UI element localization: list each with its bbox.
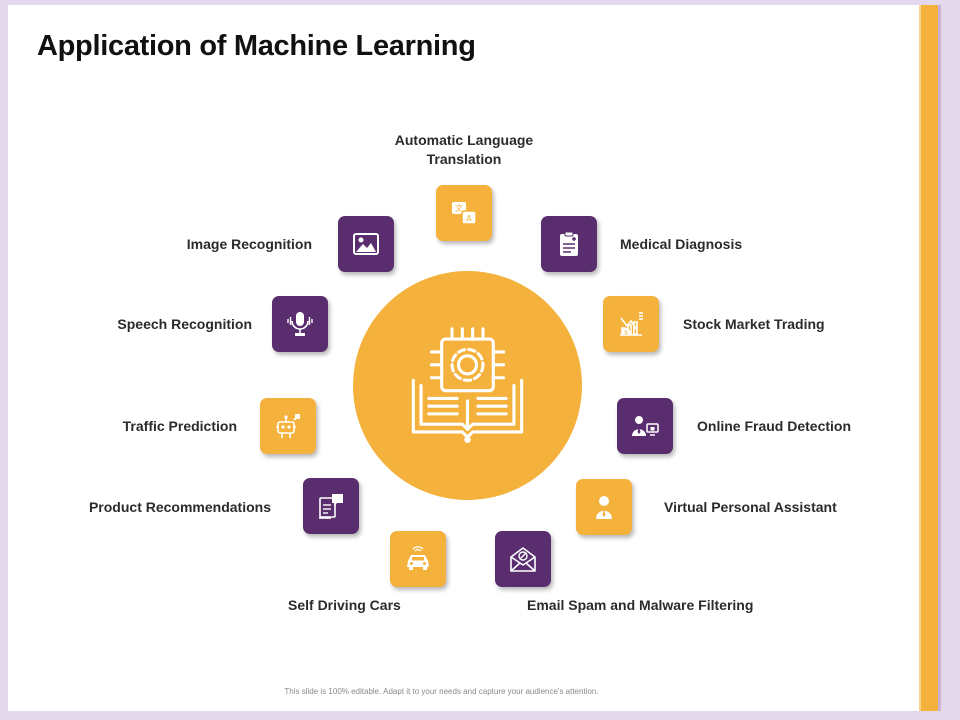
- svg-text:A: A: [466, 214, 472, 223]
- label-online-fraud-detection: Online Fraud Detection: [697, 418, 852, 434]
- tile-medical-diagnosis: [541, 216, 597, 272]
- label-image-recognition: Image Recognition: [186, 236, 312, 252]
- clipboard-icon: [560, 231, 578, 256]
- label-automatic-language-translation: Automatic Language Translation: [394, 132, 534, 167]
- robot-icon: [276, 414, 301, 438]
- car-icon: [407, 546, 429, 570]
- center-circle: [353, 271, 582, 500]
- stock-chart-icon: $: [620, 312, 643, 337]
- footer-note: This slide is 100% editable. Adapt it to…: [284, 687, 599, 696]
- label-speech-recognition: Speech Recognition: [117, 316, 252, 332]
- recommendation-icon: [319, 494, 343, 519]
- image-icon: [353, 233, 379, 255]
- tile-product-recommendations: [303, 478, 359, 534]
- side-accent-bar: [919, 5, 938, 711]
- svg-text:文: 文: [455, 203, 463, 213]
- tile-self-driving-cars: [390, 531, 446, 587]
- tile-speech-recognition: [272, 296, 328, 352]
- tile-image-recognition: [338, 216, 394, 272]
- tile-traffic-prediction: [260, 398, 316, 454]
- label-self-driving-cars: Self Driving Cars: [288, 597, 401, 613]
- tile-online-fraud-detection: [617, 398, 673, 454]
- translate-icon: 文 A: [452, 202, 477, 225]
- tile-virtual-personal-assistant: [576, 479, 632, 535]
- svg-text:$: $: [624, 330, 628, 337]
- label-email-spam-and-malware-filtering: Email Spam and Malware Filtering: [527, 597, 754, 613]
- label-traffic-prediction: Traffic Prediction: [122, 418, 237, 434]
- label-medical-diagnosis: Medical Diagnosis: [620, 236, 743, 252]
- microphone-icon: [287, 312, 313, 336]
- page-title: Application of Machine Learning: [37, 30, 476, 62]
- side-edge: [938, 5, 941, 711]
- fraud-detection-icon: [632, 416, 659, 436]
- tile-stock-market-trading: $: [603, 296, 659, 352]
- tile-automatic-language-translation: 文 A: [436, 185, 492, 241]
- ai-book-chip-icon: [411, 327, 524, 443]
- label-stock-market-trading: Stock Market Trading: [683, 316, 825, 332]
- assistant-icon: [596, 496, 612, 519]
- tile-email-spam-and-malware-filtering: [495, 531, 551, 587]
- label-product-recommendations: Product Recommendations: [88, 499, 271, 515]
- label-virtual-personal-assistant: Virtual Personal Assistant: [664, 499, 837, 515]
- spam-mail-icon: [510, 547, 536, 572]
